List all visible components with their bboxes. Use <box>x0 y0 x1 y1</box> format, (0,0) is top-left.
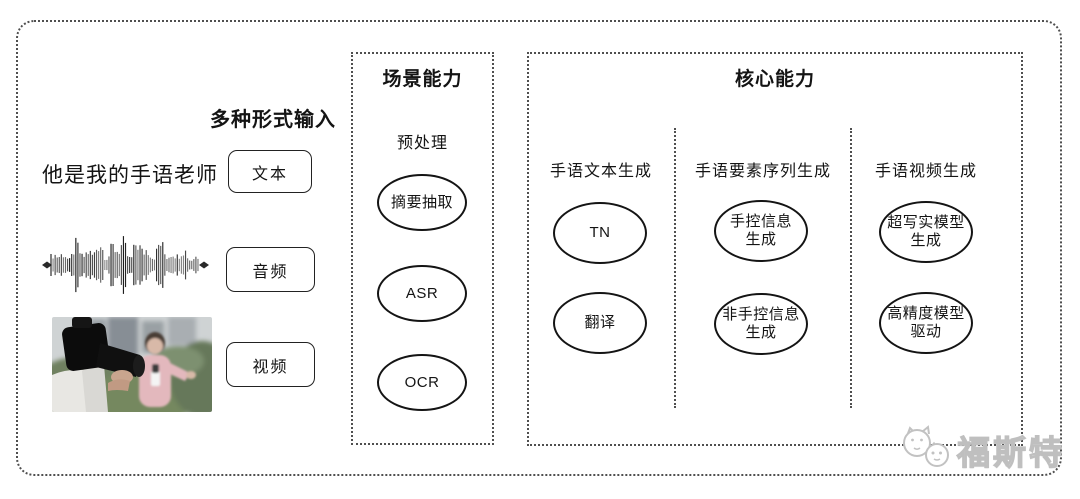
input-type-text-label: 文本 <box>251 165 288 183</box>
input-type-audio-label: 音频 <box>252 263 289 281</box>
input-sample-sentence: 他是我的手语老师 <box>42 164 218 187</box>
core-capability-panel <box>527 52 1023 446</box>
watermark: 福斯特 <box>900 424 1065 475</box>
core-column-divider-1 <box>674 128 676 408</box>
column-header-sl-video-generation: 手语视频生成 <box>874 163 977 180</box>
preprocess-group-label: 预处理 <box>396 135 448 152</box>
node-tn: TN <box>553 202 647 264</box>
input-type-audio-box: 音频 <box>226 247 315 292</box>
input-type-text-box: 文本 <box>228 150 312 193</box>
node-high-precision-model-driving: 高精度模型 驱动 <box>879 292 973 354</box>
core-column-divider-2 <box>850 128 852 408</box>
node-translation: 翻译 <box>553 292 647 354</box>
core-panel-title: 核心能力 <box>734 69 815 90</box>
node-summary-extraction: 摘要抽取 <box>377 174 467 231</box>
column-header-sl-element-sequence-generation: 手语要素序列生成 <box>694 163 831 180</box>
audio-waveform-icon <box>42 228 209 302</box>
scene-panel-title: 场景能力 <box>382 69 463 90</box>
column-header-sl-text-generation: 手语文本生成 <box>549 163 652 180</box>
scene-capability-panel <box>351 52 494 445</box>
input-type-video-label: 视频 <box>252 358 289 376</box>
watermark-text: 福斯特 <box>956 433 1065 471</box>
node-hyperrealistic-model-generation: 超写实模型 生成 <box>879 201 973 263</box>
input-section-title: 多种形式输入 <box>210 109 336 131</box>
node-asr: ASR <box>377 265 467 322</box>
input-type-video-box: 视频 <box>226 342 315 387</box>
reporter-video-still <box>52 317 212 412</box>
node-non-manual-info-generation: 非手控信息 生成 <box>714 293 808 355</box>
node-manual-info-generation: 手控信息 生成 <box>714 200 808 262</box>
cat-faces-logo-icon <box>900 424 952 475</box>
node-ocr: OCR <box>377 354 467 411</box>
diagram-outer-border <box>16 20 1062 476</box>
